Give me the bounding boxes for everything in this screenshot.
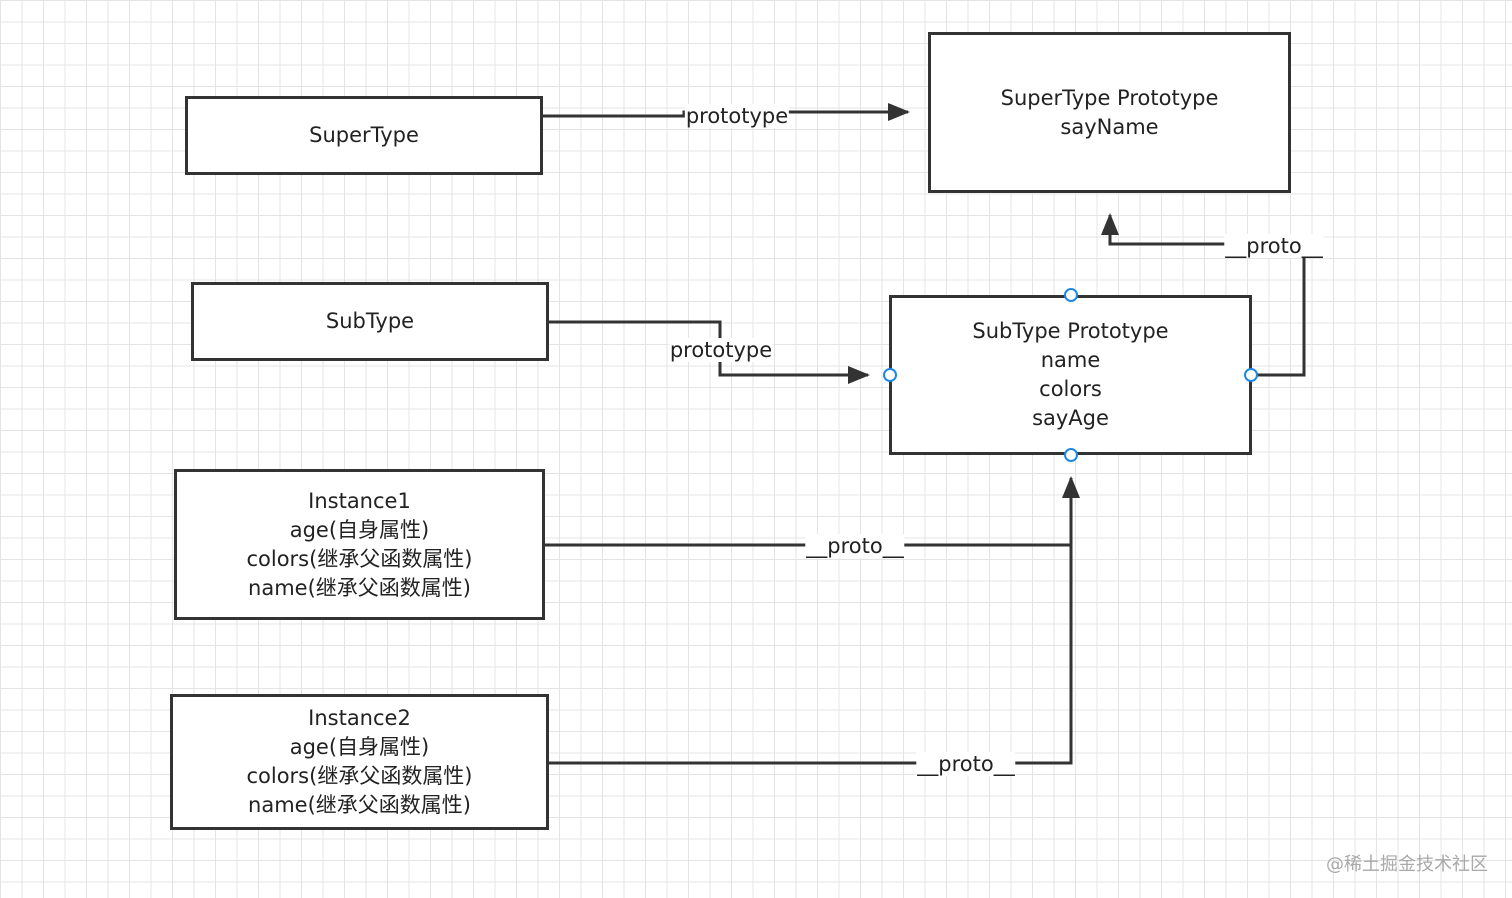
node-instance2-name: name(继承父函数属性) (248, 793, 471, 817)
edge-label-instance1-proto: __proto__ (805, 534, 905, 558)
edge-instance2-to-subproto[interactable] (549, 476, 1080, 765)
node-instance1-colors: colors(继承父函数属性) (246, 546, 473, 571)
handle-top[interactable] (1064, 288, 1078, 302)
node-subtype-prototype-sayage: sayAge (1032, 406, 1109, 430)
edge-label-subtype-prototype: prototype (668, 338, 774, 362)
node-subtype-prototype[interactable]: SubType Prototype name colors sayAge (889, 295, 1252, 455)
node-subtype-prototype-title: SubType Prototype (972, 319, 1169, 343)
handle-bottom[interactable] (1064, 448, 1078, 462)
node-subtype-label: SubType (325, 309, 415, 333)
node-instance2-title: Instance2 (308, 706, 411, 730)
node-supertype-label: SuperType (309, 123, 419, 147)
node-instance1-name: name(继承父函数属性) (248, 575, 471, 600)
edge-supertype-to-prototype[interactable] (543, 103, 910, 121)
node-supertype-prototype-method: sayName (1060, 114, 1159, 139)
node-instance1-title: Instance1 (308, 488, 411, 513)
node-subtype[interactable]: SubType (191, 282, 549, 361)
edge-label-supertype-prototype: prototype (684, 104, 790, 128)
node-supertype-prototype[interactable]: SuperType Prototype sayName (928, 32, 1291, 193)
node-instance1-age: age(自身属性) (289, 517, 430, 542)
watermark-text: @稀土掘金技术社区 (1326, 854, 1488, 875)
handle-left[interactable] (883, 368, 897, 382)
node-instance2-colors: colors(继承父函数属性) (246, 764, 473, 788)
edge-label-subproto-proto: __proto__ (1224, 234, 1324, 258)
node-supertype[interactable]: SuperType (185, 96, 543, 175)
node-instance2-age: age(自身属性) (289, 735, 430, 759)
node-instance1[interactable]: Instance1 age(自身属性) colors(继承父函数属性) name… (174, 469, 545, 620)
node-subtype-prototype-name: name (1040, 348, 1101, 372)
node-subtype-prototype-colors: colors (1039, 377, 1102, 401)
node-supertype-prototype-title: SuperType Prototype (1000, 85, 1219, 110)
handle-right[interactable] (1244, 368, 1258, 382)
node-instance2[interactable]: Instance2 age(自身属性) colors(继承父函数属性) name… (170, 694, 549, 830)
edge-label-instance2-proto: __proto__ (916, 752, 1016, 776)
